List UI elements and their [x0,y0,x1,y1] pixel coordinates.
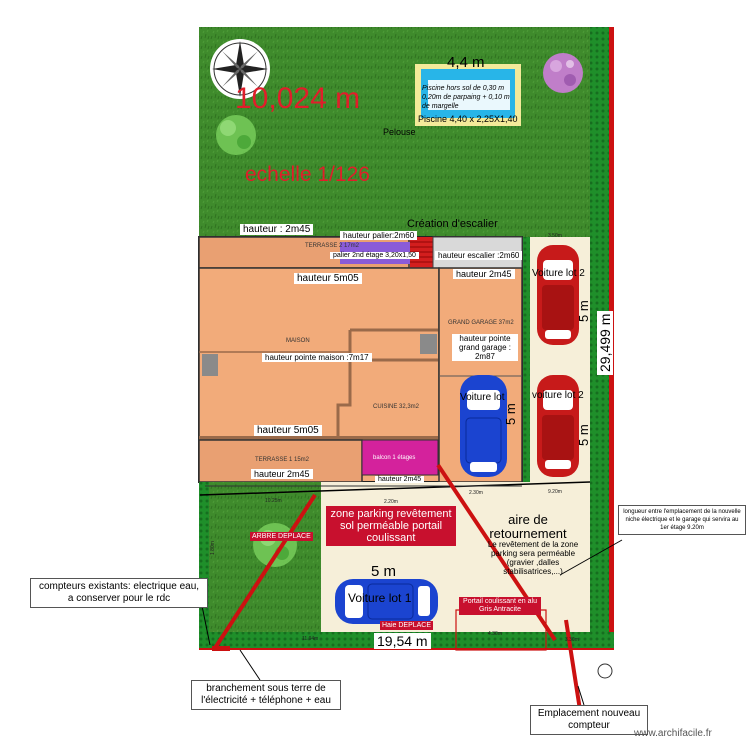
dim-left: 1.80m [210,541,216,555]
terrace-2-label: TERRASSE 2 17m2 [305,243,360,249]
permeable-note: Le revêtement de la zone parking sera pe… [487,540,579,576]
watermark: www.archifacile.fr [634,728,712,739]
dim-5m-lot1: 5 m [371,563,397,580]
front-hedge-left [199,482,209,632]
house-peak: hauteur pointe maison :7m17 [262,353,372,362]
pool-label: Piscine 4,40 x 2,25X1,40 [418,114,518,124]
lawn-dimension: 10,024 m [235,82,361,115]
hedge-moved-label: Haie DEPLACE [380,621,434,630]
dim-4-30: 4.30m [488,631,502,637]
marker-circle [597,663,613,679]
side-dimension: 29,499 m [597,310,613,375]
height-house-top: hauteur 5m05 [294,273,362,284]
height-balcony: hauteur 2m45 [375,476,425,483]
pool-inner [428,80,510,110]
dim-5m-lot2-top: 5 m [576,300,591,322]
pool-width-dim: 4,4 m [447,54,485,71]
leader-underground [239,649,261,681]
garage-peak: hauteur pointe grand garage : 2m87 [452,334,518,361]
dim-3-50: 3.50m [548,233,562,239]
staircase [410,237,433,268]
stairs-label: Création d'escalier [407,218,498,230]
dim-9-20: 9.20m [548,489,562,495]
terrace-1-label: TERRASSE 1 15m2 [255,457,310,463]
distance-note: longueur entre l'emplacement de la nouve… [618,505,746,535]
car-lot2-top-icon [537,245,579,345]
parking-zone-label: zone parking revêtement sol perméable po… [326,506,456,546]
height-stairs: hauteur escalier :2m60 [435,251,523,260]
height-terrace-2: hauteur : 2m45 [240,224,314,235]
boundary-line [199,481,591,496]
dim-11-94: 11.94m [302,636,319,642]
kitchen-label: CUISINE 32,3m2 [373,404,420,410]
tree-flowers [543,53,583,93]
dim-5m-lot2-bottom: 5 m [576,424,591,446]
landing-2nd-label: palier 2nd étage 3,20x1,50 [330,252,419,259]
underground-line-3 [564,619,582,711]
dim-5m-garage: 5 m [503,403,518,425]
new-meter-note: Emplacement nouveau compteur [530,705,648,735]
car-lot2-bottom-label: voiture lot 2 [532,390,584,401]
underground-connection-note: branchement sous terre de l'électricité … [191,680,341,710]
leader-new-meter [577,685,585,706]
dim-3-30: 3.30m [565,637,579,643]
height-house-bottom: hauteur 5m05 [254,425,322,436]
pillar-1 [202,354,218,376]
dim-2-30: 2.30m [469,490,483,496]
existing-meters-note: compteurs existants: electrique eau, a c… [30,578,208,608]
lawn-label: Pelouse [383,127,416,137]
existing-meter [212,646,230,651]
car-garage-icon [460,375,507,477]
dim-10-25: 10.25m [265,498,282,504]
tree-moved-label: ARBRE DEPLACE [250,532,313,541]
height-terrace-1: hauteur 2m45 [251,469,313,479]
front-dimension: 19,54 m [374,633,431,649]
pool-note: Piscine hors sol de 0,30 m 0,20m de parp… [422,85,510,110]
side-strip-green [522,237,530,482]
turnaround-label: aire de retournement [489,512,567,541]
leader-distance [559,539,623,576]
dim-2-20: 2.20m [384,499,398,505]
compass-icon [210,39,270,99]
car-lot2-bottom-icon [537,375,579,477]
height-garage-top: hauteur 2m45 [453,269,515,279]
scale-label: echelle 1/126 [245,163,370,186]
car-lot1-icon [335,579,438,624]
underground-line-1 [213,493,317,650]
staircase-steps [410,241,433,263]
balcony-label: balcon 1 étages [373,455,416,461]
car-lot1-label: Voiture lot 1 [348,591,412,605]
balcony-area [361,439,439,476]
sliding-gate-label: Portail coulissant en alu Gris Antracite [459,597,541,615]
tree-1 [216,115,256,155]
height-landing: hauteur palier:2m60 [340,231,418,240]
car-garage-label: Voiture lot [460,392,505,403]
car-lot2-top-label: Voiture lot 2 [532,268,585,279]
garage-label: GRAND GARAGE 37m2 [448,320,514,326]
house-label: MAISON [286,338,310,344]
pillar-2 [420,334,437,354]
